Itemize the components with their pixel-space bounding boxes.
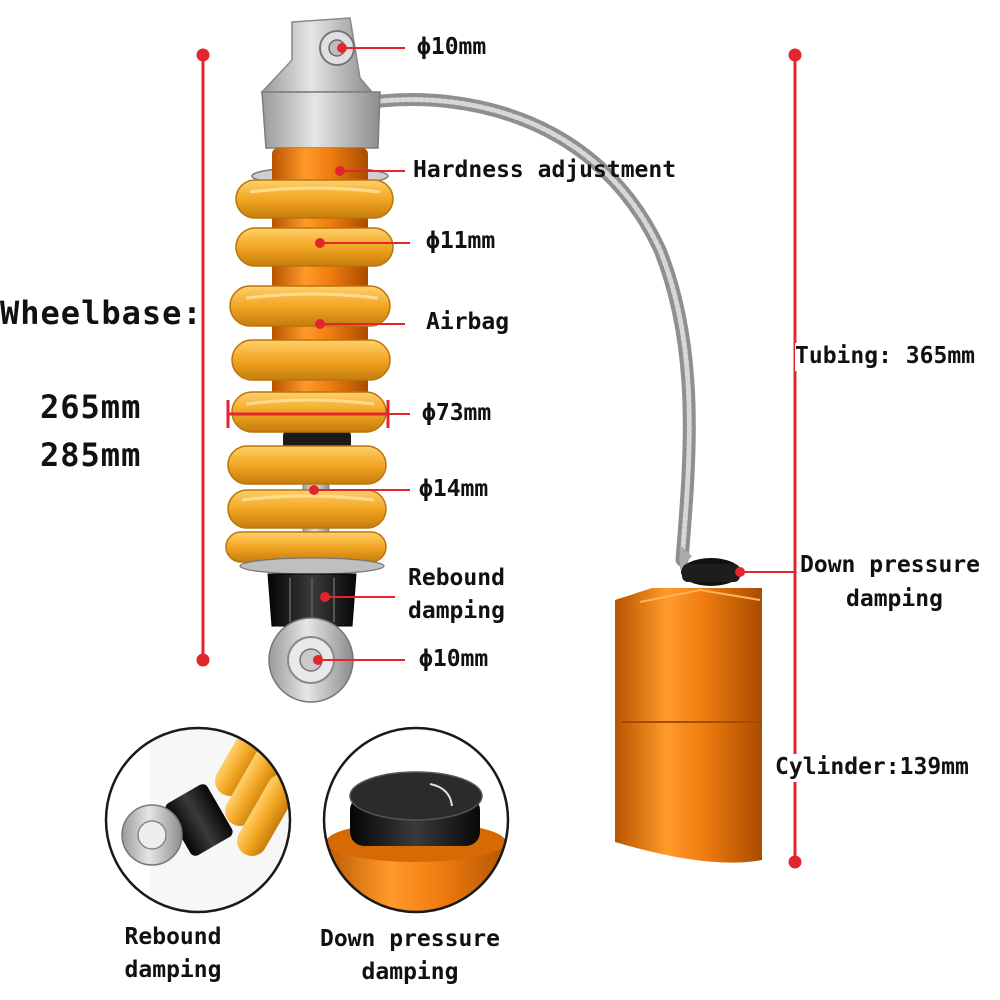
top-mount [260,17,374,93]
wheelbase-title: Wheelbase: [0,294,203,332]
tubing-length: Tubing: 365mm [795,343,976,371]
inset-left-caption-line2: damping [124,957,222,983]
inset-right-caption-line1: Down pressure [319,926,500,952]
lower-spring-seat [239,557,385,575]
head-block [261,91,381,149]
callout-hardness: Hardness adjustment [413,157,677,183]
wheelbase-value-a: 265mm [40,388,142,426]
callout-rebound-line2: damping [408,598,505,624]
wheelbase-value-b: 285mm [40,436,142,474]
callout-bottom-eye: ϕ10mm [419,646,489,672]
dimension-lines [196,48,802,869]
bottom-eye [268,617,354,703]
inset-left-caption-line1: Rebound [124,924,222,950]
callout-airbag: Airbag [426,309,510,335]
callout-spring-outer: ϕ73mm [422,400,492,426]
callout-down-line1: Down pressure [800,552,981,578]
coil-spring [225,179,394,563]
reservoir [615,545,762,863]
callout-top-eye: ϕ10mm [417,34,487,60]
callout-shaft: ϕ14mm [419,476,489,502]
callout-rebound-line1: Rebound [408,565,505,591]
callout-spring-wire: ϕ11mm [426,228,496,254]
callout-down-line2: damping [846,586,943,612]
inset-down-pressure [322,726,510,914]
inset-right-caption-line2: damping [361,959,459,985]
inset-rebound [104,726,292,914]
callout-leaders [309,43,795,665]
cylinder-length: Cylinder:139mm [775,754,969,782]
